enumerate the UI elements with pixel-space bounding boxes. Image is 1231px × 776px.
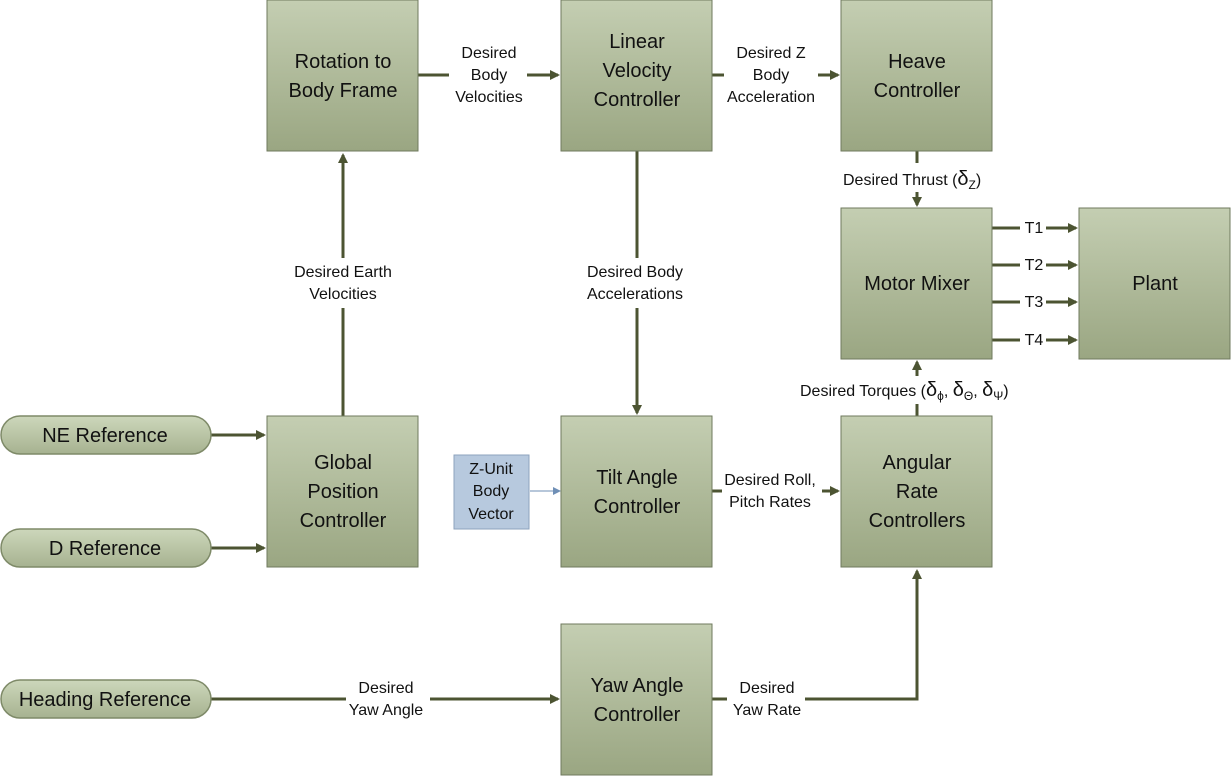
tilt-angle-block: Tilt Angle Controller [560, 415, 713, 568]
rotation-block: Rotation to Body Frame [266, 0, 419, 152]
label-desired-thrust: Desired Thrust (δZ) [843, 168, 981, 192]
linear-velocity-label-3: Controller [594, 89, 681, 111]
angular-rate-block: Angular Rate Controllers [840, 415, 993, 568]
z-unit-label-1: Z-Unit [469, 461, 513, 478]
thrust-text: Desired Thrust ( [843, 172, 958, 189]
label-desired-roll-pitch-rates: Desired Roll, Pitch Rates [724, 472, 816, 511]
torques-delta-2: δ [953, 379, 964, 401]
label-desired-earth-velocities: Desired Earth Velocities [294, 264, 392, 303]
torques-delta-1: δ [926, 379, 937, 401]
tilt-angle-label-2: Controller [594, 496, 681, 518]
label-desired-yaw-rate: Desired Yaw Rate [733, 680, 801, 719]
ne-reference-terminal: NE Reference [0, 415, 212, 455]
tilt-angle-label-1: Tilt Angle [596, 467, 678, 489]
yaw-angle-block: Yaw Angle Controller [560, 623, 713, 776]
global-position-label-1: Global [314, 452, 372, 474]
plant-label: Plant [1132, 273, 1178, 295]
z-unit-label-3: Vector [468, 506, 514, 523]
thrust-sub: Z [969, 178, 976, 192]
desired-yaw-rate-line-1: Desired [739, 680, 794, 697]
desired-body-velocities-line-2: Body [471, 67, 507, 84]
torques-close: ) [1003, 383, 1008, 400]
torques-sep-2: , [973, 383, 982, 400]
z-unit-body-vector-block: Z-Unit Body Vector [453, 454, 530, 530]
thrust-label-t3: T3 [1025, 294, 1044, 311]
heading-reference-terminal: Heading Reference [0, 679, 212, 719]
desired-z-body-accel-line-1: Desired Z [736, 45, 806, 62]
desired-z-body-accel-line-3: Acceleration [727, 89, 815, 106]
label-desired-body-accelerations: Desired Body Accelerations [587, 264, 683, 303]
ne-reference-label: NE Reference [42, 425, 168, 447]
yaw-angle-label-1: Yaw Angle [590, 675, 683, 697]
desired-roll-pitch-line-2: Pitch Rates [729, 494, 811, 511]
z-unit-label-2: Body [473, 483, 509, 500]
desired-body-velocities-line-1: Desired [461, 45, 516, 62]
thrust-label-t4: T4 [1025, 332, 1044, 349]
desired-body-accelerations-line-1: Desired Body [587, 264, 683, 281]
rotation-label-1: Rotation to [295, 51, 392, 73]
torques-sub-theta: Θ [964, 389, 973, 403]
linear-velocity-label-2: Velocity [603, 60, 672, 82]
motor-mixer-block: Motor Mixer [840, 207, 993, 360]
desired-z-body-accel-line-2: Body [753, 67, 789, 84]
desired-yaw-angle-line-1: Desired [358, 680, 413, 697]
heave-label-2: Controller [874, 80, 961, 102]
thrust-delta: δ [957, 168, 968, 190]
plant-block: Plant [1078, 207, 1231, 360]
thrust-close: ) [976, 172, 981, 189]
label-desired-body-velocities: Desired Body Velocities [455, 45, 523, 106]
global-position-label-3: Controller [300, 510, 387, 532]
motor-mixer-label: Motor Mixer [864, 273, 970, 295]
connections [211, 70, 1078, 704]
label-desired-z-body-acceleration: Desired Z Body Acceleration [727, 45, 815, 106]
desired-yaw-angle-line-2: Yaw Angle [349, 702, 424, 719]
linear-velocity-block: Linear Velocity Controller [560, 0, 713, 152]
label-desired-torques: Desired Torques (δϕ, δΘ, δΨ) [800, 379, 1009, 403]
desired-body-accelerations-line-2: Accelerations [587, 286, 683, 303]
thrust-label-t1: T1 [1025, 220, 1044, 237]
angular-rate-label-3: Controllers [869, 510, 966, 532]
torques-sep-1: , [944, 383, 953, 400]
label-desired-yaw-angle: Desired Yaw Angle [349, 680, 424, 719]
desired-earth-velocities-line-2: Velocities [309, 286, 377, 303]
yaw-angle-label-2: Controller [594, 704, 681, 726]
wire-to-angular-rate-yaw [805, 569, 922, 701]
torques-text: Desired Torques ( [800, 383, 927, 400]
torques-delta-3: δ [982, 379, 993, 401]
heading-reference-label: Heading Reference [19, 689, 191, 711]
desired-roll-pitch-line-1: Desired Roll, [724, 472, 816, 489]
torques-sub-phi: ϕ [937, 389, 944, 403]
desired-body-velocities-line-3: Velocities [455, 89, 523, 106]
d-reference-label: D Reference [49, 538, 161, 560]
linear-velocity-label-1: Linear [609, 31, 665, 53]
heave-block: Heave Controller [840, 0, 993, 152]
desired-yaw-rate-line-2: Yaw Rate [733, 702, 801, 719]
rotation-label-2: Body Frame [289, 80, 398, 102]
heave-label-1: Heave [888, 51, 946, 73]
desired-earth-velocities-line-1: Desired Earth [294, 264, 392, 281]
global-position-block: Global Position Controller [266, 415, 419, 568]
torques-sub-psi: Ψ [993, 389, 1003, 403]
angular-rate-label-1: Angular [883, 452, 952, 474]
angular-rate-label-2: Rate [896, 481, 938, 503]
global-position-label-2: Position [307, 481, 378, 503]
d-reference-terminal: D Reference [0, 528, 212, 568]
thrust-label-t2: T2 [1025, 257, 1044, 274]
